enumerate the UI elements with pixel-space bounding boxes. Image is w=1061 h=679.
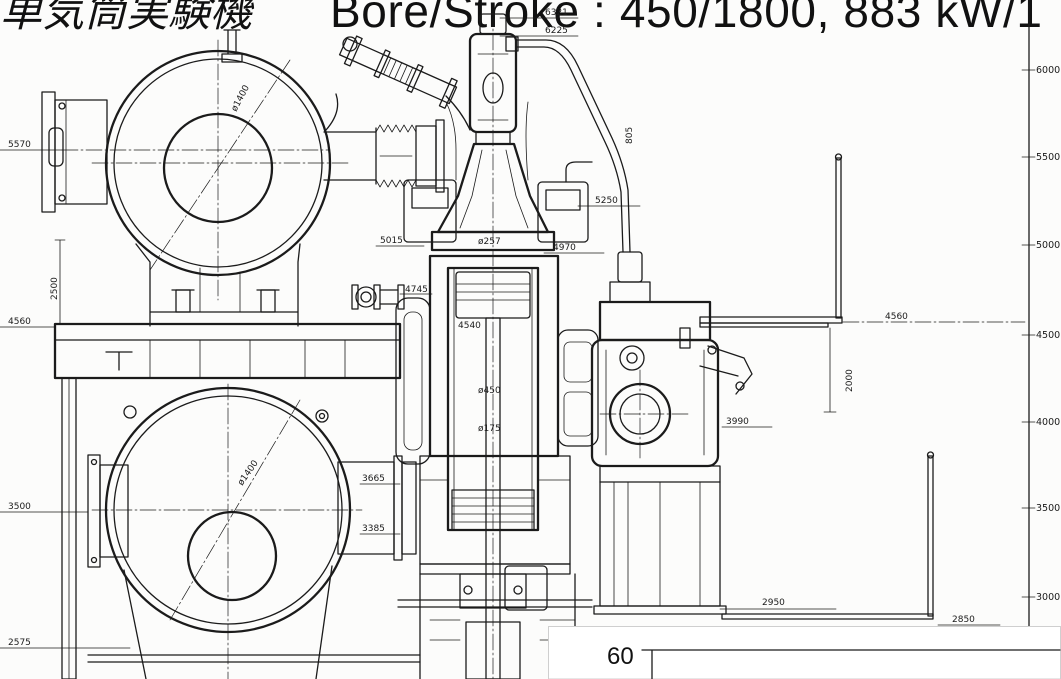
- drawing-title: 単気筒実験機 Bore/Stroke : 450/1800, 883 kW/1: [0, 0, 1042, 37]
- support-column: [61, 377, 77, 679]
- inset-y-axis-tick-label: 60: [607, 643, 634, 670]
- dimension-label: 3500: [8, 502, 31, 512]
- dimension-label: 2500: [50, 277, 60, 300]
- elevation-scale-label: 3000: [1036, 592, 1060, 603]
- exhaust-pipe-elbow: [445, 95, 471, 131]
- elevation-scale-label: 4000: [1036, 417, 1060, 428]
- handrail-post: [835, 157, 842, 319]
- elevation-scale-label: 6000: [1036, 65, 1060, 76]
- inset-plot-frame: [641, 649, 1061, 679]
- title-spec: Bore/Stroke : 450/1800, 883 kW/1: [330, 0, 1042, 37]
- piston-rings: [455, 283, 531, 301]
- upper-housing-diagonal-centerline: [149, 59, 291, 271]
- dimension-label: 805: [625, 127, 635, 144]
- elevation-scale-ticks: [1021, 69, 1036, 598]
- lower-cooler-housing: [87, 383, 421, 679]
- elevation-scale: 6000 5500 5000 4500 4000 3500 3000: [1021, 0, 1060, 679]
- dimension-label: 3665: [362, 474, 385, 484]
- jacket-side-unit: [557, 329, 599, 447]
- dimension-label: ø450: [478, 386, 501, 396]
- duct-bellows: [375, 124, 417, 133]
- dimension-label: 3385: [362, 524, 385, 534]
- dimension-lines: [0, 17, 1026, 649]
- crosshead-guide: [465, 621, 521, 679]
- high-pressure-fuel-pipe: [505, 36, 631, 253]
- upper-outlet-duct: [323, 93, 445, 193]
- dimension-label: 4745: [405, 285, 428, 295]
- upper-housing-inlet-flange: [41, 91, 108, 213]
- fuel-injection-pump: [590, 251, 753, 615]
- title-japanese: 単気筒実験機: [0, 0, 256, 36]
- dimension-label: 5250: [595, 196, 618, 206]
- elevation-scale-label: 5000: [1036, 240, 1060, 251]
- dimension-label: ø257: [478, 237, 501, 247]
- upper-platform-rail: [699, 153, 843, 328]
- cylinder-block: [395, 9, 599, 679]
- housing-bolt: [315, 409, 329, 423]
- dimension-label: 5015: [380, 236, 403, 246]
- dimension-label: 2575: [8, 638, 31, 648]
- upper-housing-hanger: [221, 29, 243, 63]
- lower-housing-outlet-duct: [337, 455, 417, 561]
- dimension-label: 2850: [952, 615, 975, 625]
- dimension-label: 4560: [885, 312, 908, 322]
- lower-platform-rail: [721, 451, 935, 620]
- lifting-eye: [342, 36, 358, 52]
- elevation-scale-label: 5500: [1036, 152, 1060, 163]
- dimension-label: 4540: [458, 321, 481, 331]
- lower-housing-diagonal-centerline: [169, 399, 301, 621]
- dimension-label: 2000: [845, 369, 855, 392]
- housing-bolt: [123, 405, 137, 419]
- cover-valve-right: [537, 181, 589, 243]
- cover-valve-left: [403, 179, 457, 243]
- upper-housing-support: [135, 243, 301, 327]
- support-frame-beam: [53, 322, 402, 380]
- elevation-scale-label: 3500: [1036, 503, 1060, 514]
- stuffing-box: [459, 573, 527, 609]
- inset-panel: [548, 626, 1061, 679]
- handrail-post: [927, 455, 934, 617]
- base-frame: [87, 654, 421, 663]
- dimension-label: 4970: [553, 243, 576, 253]
- upper-cooler-housing: [41, 29, 349, 327]
- dimension-label: 5570: [8, 140, 31, 150]
- lower-housing-inlet-flange: [87, 454, 129, 568]
- piston-rod: [485, 317, 501, 679]
- elevation-scale-label: 4500: [1036, 330, 1060, 341]
- overlapping-chart-inset: 60: [548, 626, 1061, 679]
- frame-section-mark: [105, 351, 133, 371]
- dimension-label: ø175: [478, 424, 501, 434]
- dimension-label: 3990: [726, 417, 749, 427]
- lower-housing-legs: [123, 565, 333, 679]
- dimension-label: 6225: [545, 26, 568, 36]
- lower-housing-core-tube: [186, 510, 278, 602]
- dimension-label: 6321: [545, 8, 568, 18]
- dimension-label: 2950: [762, 598, 785, 608]
- dimension-label: 4560: [8, 317, 31, 327]
- scavenge-ports: [451, 489, 535, 531]
- starting-air-valve: [351, 284, 405, 310]
